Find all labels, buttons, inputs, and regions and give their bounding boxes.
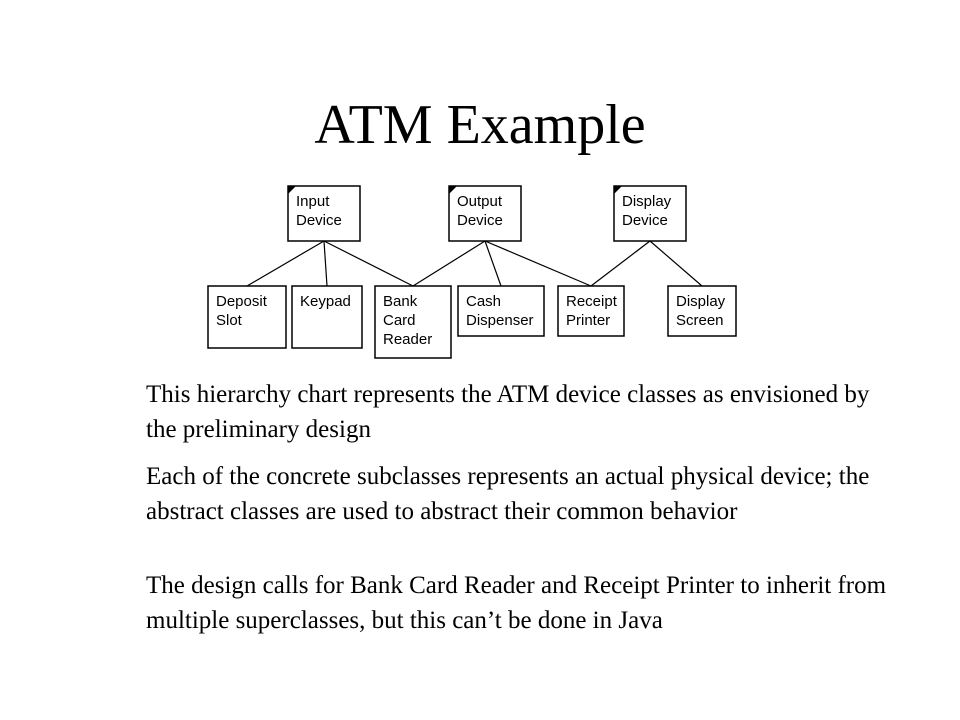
edge-display-to-receipt	[590, 240, 651, 287]
class-label-line: Receipt	[566, 293, 618, 310]
class-label-line: Device	[457, 212, 503, 229]
description-paragraph-multiple-inheritance: The design calls for Bank Card Reader an…	[146, 572, 887, 634]
abstract-marker	[288, 186, 296, 194]
class-label-line: Printer	[566, 312, 610, 329]
class-label-line: Card	[383, 312, 416, 329]
class-label-line: Bank	[383, 293, 418, 310]
edge-input-to-deposit	[246, 240, 325, 287]
class-label-line: Input	[296, 193, 330, 210]
class-box	[448, 185, 522, 242]
abstract-marker	[614, 186, 622, 194]
class-label-line: Device	[622, 212, 668, 229]
inheritance-edges	[246, 240, 703, 287]
concrete-class-keypad: Keypad	[291, 285, 363, 349]
edge-input-to-bankcard	[323, 240, 414, 287]
class-label-line: Dispenser	[466, 312, 534, 329]
edge-display-to-screen	[649, 240, 703, 287]
class-box	[287, 185, 361, 242]
class-label-line: Deposit	[216, 293, 268, 310]
class-label-line: Screen	[676, 312, 724, 329]
class-box	[457, 285, 545, 337]
class-label-line: Device	[296, 212, 342, 229]
class-box	[613, 185, 687, 242]
class-box	[207, 285, 287, 349]
edge-output-to-bankcard	[412, 240, 486, 287]
edge-output-to-cash	[484, 240, 502, 287]
class-label-line: Display	[676, 293, 726, 310]
class-box	[291, 285, 363, 349]
description-paragraph-subclasses: Each of the concrete subclasses represen…	[146, 463, 870, 525]
class-box	[667, 285, 737, 337]
class-label-line: Output	[457, 193, 503, 210]
abstract-marker	[449, 186, 457, 194]
edge-output-to-receipt	[484, 240, 592, 287]
class-label-line: Reader	[383, 331, 432, 348]
class-label-line: Display	[622, 193, 672, 210]
class-label-line: Slot	[216, 312, 243, 329]
description-paragraph-hierarchy: This hierarchy chart represents the ATM …	[146, 381, 870, 443]
class-box	[374, 285, 452, 359]
class-box	[557, 285, 625, 337]
edge-input-to-keypad	[323, 240, 328, 287]
class-label-line: Cash	[466, 293, 501, 310]
slide-title: ATM Example	[314, 94, 646, 156]
class-nodes: InputDeviceOutputDeviceDisplayDeviceDepo…	[207, 185, 737, 359]
class-label-line: Keypad	[300, 293, 351, 310]
